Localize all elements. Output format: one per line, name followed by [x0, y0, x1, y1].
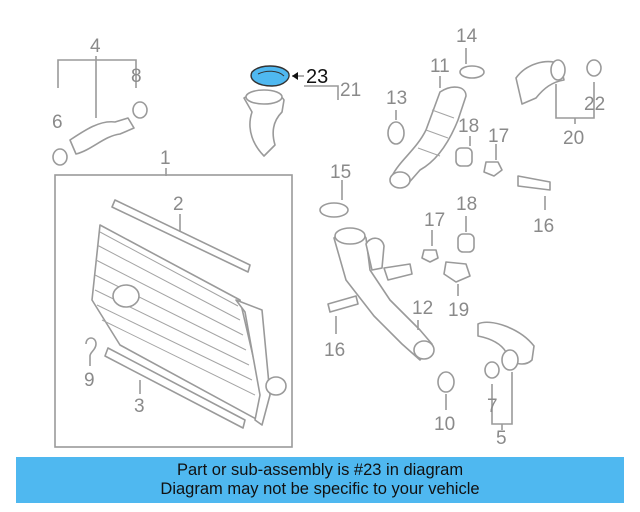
intake-pipe-group: 11 13 14	[386, 26, 485, 189]
clamp-6	[52, 148, 68, 166]
seal-13	[387, 121, 405, 145]
grommet-18b	[457, 233, 475, 253]
intercooler-tank	[235, 299, 271, 426]
callout-18a: 18	[458, 116, 479, 137]
callout-14: 14	[456, 26, 478, 47]
callout-15: 15	[330, 162, 351, 183]
banner-line-2: Diagram may not be specific to your vehi…	[160, 480, 480, 498]
callout-8: 8	[131, 66, 142, 87]
clamp-14	[459, 65, 485, 79]
intercooler-outlet	[112, 284, 140, 308]
callout-11: 11	[430, 56, 450, 77]
lower-hose-5	[477, 321, 535, 365]
hose-5-group: 5 7	[477, 321, 535, 449]
callout-3: 3	[134, 396, 145, 417]
nut-17a	[483, 161, 503, 177]
callout-16b: 16	[324, 340, 345, 361]
callout-22: 22	[584, 94, 605, 115]
callout-5: 5	[496, 428, 507, 449]
pipe-12-group: 15 12 16 19 17 18	[319, 162, 477, 361]
hose-4-group: 4 6 8	[52, 36, 148, 166]
callout-23: 23	[306, 66, 328, 88]
upper-fasteners-group: 18 17 16	[455, 116, 554, 237]
callout-7b: 7	[487, 396, 498, 417]
clip-9	[85, 337, 97, 357]
parts-diagram: 1 2 3 4 6 8 23 21 11 13 14	[52, 26, 605, 449]
elbow-group: 20 22	[515, 59, 605, 149]
lower-bracket	[104, 347, 246, 429]
callout-21: 21	[340, 80, 361, 101]
clamp-8	[132, 101, 148, 119]
part-23-group: 23 21	[243, 65, 361, 157]
assembly-frame	[54, 174, 293, 448]
callout-10: 10	[434, 414, 455, 435]
callout-18b: 18	[456, 194, 477, 215]
part-23-highlighted	[250, 65, 290, 87]
bolt-16b	[327, 295, 359, 313]
clamp-7b	[484, 361, 500, 379]
callout-6: 6	[52, 112, 63, 133]
clamp-15	[319, 202, 349, 218]
callout-20: 20	[563, 128, 584, 149]
callout-9: 9	[84, 370, 95, 391]
clip-9-group: 9	[84, 337, 97, 391]
banner-line-1: Part or sub-assembly is #23 in diagram	[176, 461, 464, 479]
callout-16a: 16	[533, 216, 554, 237]
callout-12: 12	[412, 298, 433, 319]
upper-bracket	[111, 199, 251, 273]
grommet-18a	[455, 147, 473, 167]
bracket-19	[443, 261, 471, 283]
callout-19: 19	[448, 300, 469, 321]
intercooler-assembly-group	[54, 174, 293, 448]
callout-2: 2	[173, 194, 184, 215]
nut-17b	[421, 249, 439, 263]
info-banner: Part or sub-assembly is #23 in diagram D…	[16, 457, 624, 503]
callout-4: 4	[90, 36, 101, 57]
bolt-16a	[517, 175, 551, 191]
callout-17b: 17	[424, 210, 445, 231]
seal-10-group: 10	[434, 371, 455, 435]
callout-17a: 17	[488, 126, 509, 147]
callout-1: 1	[160, 148, 171, 169]
seal-10	[437, 371, 455, 393]
charge-hose	[69, 117, 135, 155]
intake-pipe-11	[391, 86, 467, 187]
clamp-22	[586, 59, 602, 77]
callout-13: 13	[386, 88, 407, 109]
